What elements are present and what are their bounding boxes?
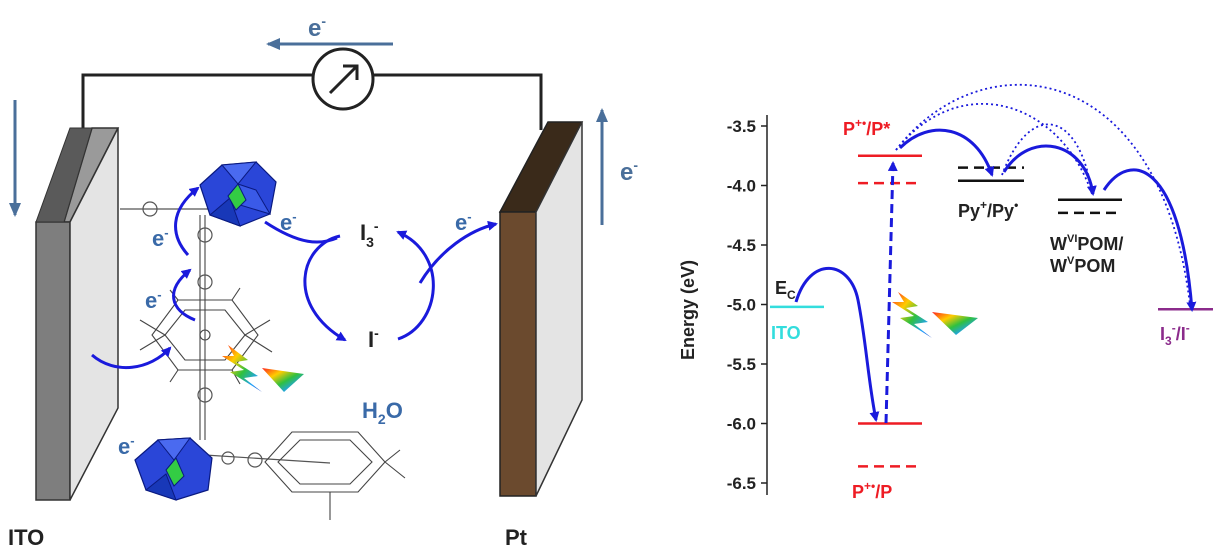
energy-axis-label: Energy (eV) bbox=[678, 260, 698, 360]
arrow-p-to-py bbox=[898, 128, 995, 177]
redox-triiodide: I3- bbox=[360, 218, 379, 250]
energy-tick-label: -5.0 bbox=[727, 296, 756, 315]
solvent-label: H2O bbox=[362, 398, 403, 427]
label-pom-1: WVIPOM/ bbox=[1050, 233, 1123, 254]
label-ito: ITO bbox=[771, 323, 801, 343]
energy-tick-label: -5.5 bbox=[727, 355, 756, 374]
energy-tick-label: -6.5 bbox=[727, 474, 756, 493]
energy-tick-label: -6.0 bbox=[727, 415, 756, 434]
energy-tick-label: -4.0 bbox=[727, 177, 756, 196]
arrow-py-to-pom bbox=[1002, 144, 1097, 196]
energy-diagram: -3.5 -4.0 -4.5 -5.0 -5.5 -6.0 -6.5 Energy (eV)… bbox=[678, 83, 1213, 502]
electron-label-top: e- bbox=[308, 13, 326, 42]
molecule-backbone bbox=[120, 201, 331, 468]
energy-tick-label: -4.5 bbox=[727, 236, 756, 255]
label-p-ground: P+•/P bbox=[852, 479, 892, 502]
redox-iodide: I- bbox=[368, 325, 379, 352]
label-py: Py+/Py• bbox=[958, 198, 1018, 221]
electron-label-5: e- bbox=[455, 209, 472, 235]
electron-label-2: e- bbox=[145, 287, 162, 313]
arrow-pom-to-iodide bbox=[1102, 168, 1197, 312]
label-iodide: I3-/I- bbox=[1160, 321, 1190, 348]
porphyrin-2-icon bbox=[264, 431, 406, 520]
electron-label-1: e- bbox=[118, 433, 135, 459]
light-flash-icon-left bbox=[222, 345, 304, 392]
pom-cluster-bottom-icon bbox=[134, 437, 213, 501]
cell-schematic: e- e- ITO Pt bbox=[8, 13, 638, 550]
circuit-wire bbox=[81, 73, 543, 140]
electrode-label-pt: Pt bbox=[505, 525, 528, 550]
energy-tick-label: -3.5 bbox=[727, 117, 756, 136]
energy-ticks: -3.5 -4.0 -4.5 -5.0 -5.5 -6.0 -6.5 bbox=[727, 117, 767, 493]
label-ec: EC bbox=[775, 278, 796, 302]
label-p-excited: P+•/P* bbox=[843, 116, 890, 139]
electron-label-right: e- bbox=[620, 157, 638, 186]
arrow-excitation bbox=[884, 161, 898, 424]
energy-transfer-arrows bbox=[794, 128, 1197, 424]
ito-electrode bbox=[35, 127, 120, 501]
pom-cluster-top-icon bbox=[199, 161, 277, 227]
electron-label-3: e- bbox=[152, 225, 169, 251]
energy-levels bbox=[770, 154, 1213, 468]
electron-label-4: e- bbox=[280, 209, 297, 235]
arrow-ito-to-p bbox=[794, 266, 880, 422]
internal-electron-arrows bbox=[91, 186, 498, 370]
electrode-label-ito: ITO bbox=[8, 525, 44, 550]
light-flash-icon-right bbox=[892, 292, 978, 338]
label-pom-2: WVPOM bbox=[1050, 255, 1115, 276]
ammeter-icon bbox=[311, 47, 375, 111]
pt-electrode bbox=[498, 121, 584, 497]
porphyrin-icon bbox=[139, 287, 273, 385]
energy-transfer-dotted-arrows bbox=[895, 83, 1191, 306]
